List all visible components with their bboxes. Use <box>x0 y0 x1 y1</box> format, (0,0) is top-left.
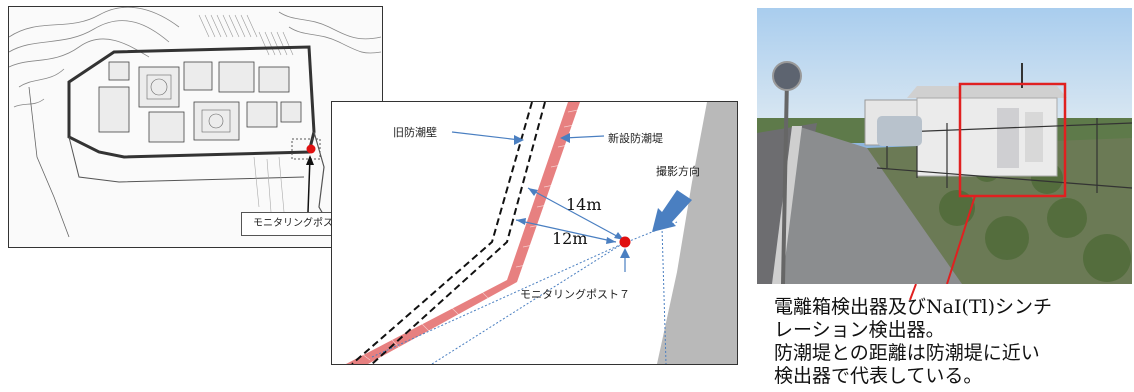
shooting-direction-label: 撮影方向 <box>656 165 700 178</box>
shooting-direction-arrow <box>652 190 692 232</box>
detail-map: 旧防潮壁 新設防潮堤 撮影方向 14m 12m モニタリングポスト７ <box>331 101 738 365</box>
post-dot-overview <box>306 144 316 154</box>
leader-line <box>909 284 917 301</box>
overview-map-drawing <box>9 7 382 243</box>
caption-line-1: 電離箱検出器及びNaI(Tl)シンチ <box>774 296 1053 318</box>
caption-line-4: 検出器で代表している。 <box>774 365 983 387</box>
caption-line-3: 防潮堤との距離は防潮堤に近い <box>774 342 1040 364</box>
caption-line-2: レーション検出器。 <box>774 319 945 341</box>
distance-old-wall: 12m <box>552 229 588 248</box>
old-wall-label: 旧防潮壁 <box>393 126 437 139</box>
detail-map-drawing <box>346 102 737 364</box>
post-dot-detail <box>619 236 631 248</box>
overview-map: モニタリングポスト７ <box>8 6 383 248</box>
old-wall-line-2 <box>371 102 546 364</box>
photo-caption: 電離箱検出器及びNaI(Tl)シンチ レーション検出器。 防潮堤との距離は防潮堤… <box>774 296 1052 388</box>
post-label-detail: モニタリングポスト７ <box>520 288 630 301</box>
detector-highlight-box <box>958 82 1067 198</box>
site-photo-drawing <box>757 8 1132 284</box>
new-levee-label: 新設防潮堤 <box>608 132 663 145</box>
distance-new-levee: 14m <box>566 195 602 214</box>
new-levee-band <box>346 102 580 364</box>
site-photo <box>757 8 1132 284</box>
old-wall-line-1 <box>351 102 533 364</box>
